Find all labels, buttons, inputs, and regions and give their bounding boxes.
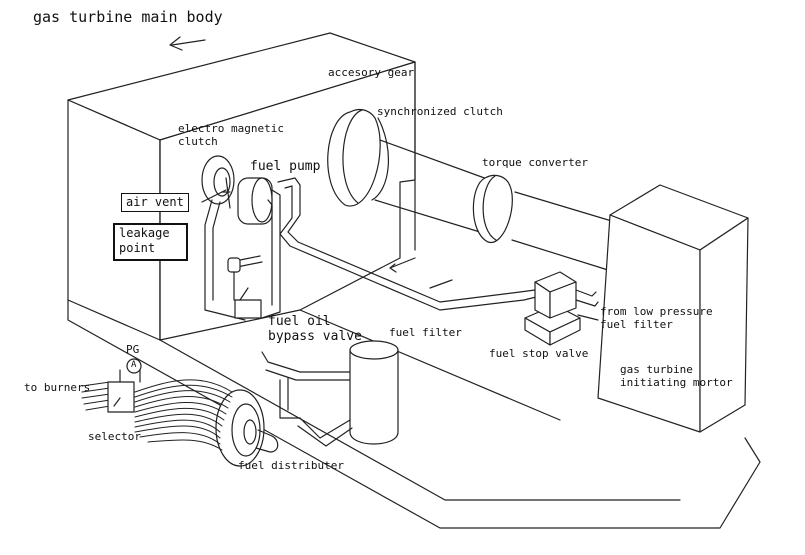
label-fuel-oil-bypass-valve-line2: bypass valve: [268, 329, 362, 344]
label-gas-turbine-line2: initiating mortor: [620, 376, 733, 389]
label-gas-turbine-initiating-motor: gas turbine initiating mortor: [620, 363, 733, 389]
label-electro-magnetic-clutch-line2: clutch: [178, 135, 218, 148]
label-from-low-pressure-line1: from low pressure: [600, 305, 713, 318]
torque-converter-body: [472, 174, 513, 243]
label-to-burners: to burners: [24, 381, 91, 394]
label-fuel-oil-bypass-valve: fuel oil bypass valve: [268, 314, 362, 344]
selector-body: [107, 365, 141, 413]
label-leakage-point: leakage point: [113, 223, 188, 261]
fuel-filter-body: [261, 340, 399, 447]
fuel-distributer-body: [215, 389, 279, 467]
label-fuel-stop-valve: fuel stop valve: [489, 347, 589, 360]
flow-direction-arrow: [169, 36, 206, 51]
label-accessory-gear: accesory gear: [328, 66, 415, 79]
label-fuel-pump: fuel pump: [250, 159, 321, 174]
label-fuel-filter: fuel filter: [389, 326, 462, 339]
burner-lines: [81, 379, 233, 451]
label-pg: PG: [126, 343, 140, 356]
label-fuel-oil-bypass-valve-line1: fuel oil: [268, 314, 331, 329]
fuel-stop-valve-body: [524, 271, 599, 346]
label-from-low-pressure-line2: fuel filter: [600, 318, 673, 331]
synchronized-clutch: [327, 108, 390, 207]
label-air-vent: air vent: [121, 193, 189, 212]
pressure-gauge: [126, 358, 142, 374]
label-leakage-point-line1: leakage: [119, 226, 170, 240]
drive-shaft: [374, 139, 616, 271]
air-vent-leader: [201, 189, 227, 203]
label-fuel-distributer: fuel distributer: [238, 459, 344, 472]
label-selector: selector: [88, 430, 141, 443]
bypass-valve-body: [227, 257, 262, 319]
label-electro-magnetic-clutch-line1: electro magnetic: [178, 122, 284, 135]
electro-magnetic-clutch-body: [201, 155, 235, 205]
gauge-symbol: A: [131, 360, 137, 370]
label-torque-converter: torque converter: [482, 156, 588, 169]
label-gas-turbine-line1: gas turbine: [620, 363, 693, 376]
fuel-pump-body: [221, 177, 273, 225]
label-electro-magnetic-clutch: electro magnetic clutch: [178, 122, 284, 148]
label-leakage-point-line2: point: [119, 241, 156, 255]
label-from-low-pressure-fuel-filter: from low pressure fuel filter: [600, 305, 713, 331]
base-platform: [67, 299, 761, 529]
diagram-title: gas turbine main body: [33, 8, 223, 26]
initiating-motor-block: [597, 184, 749, 433]
label-synchronized-clutch: synchronized clutch: [377, 105, 503, 118]
